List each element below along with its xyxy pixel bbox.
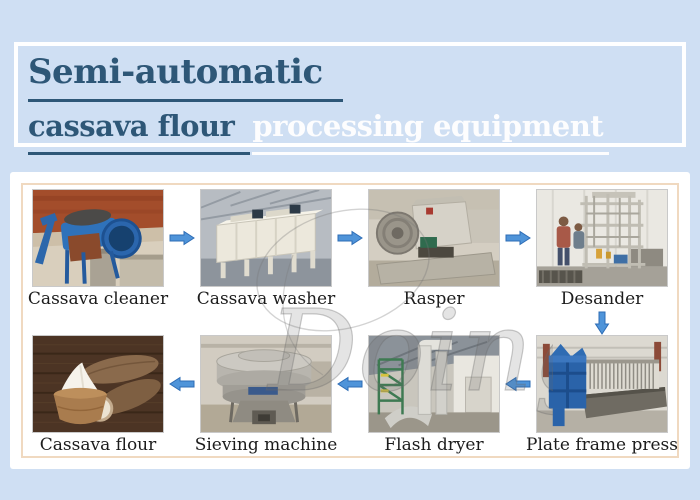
- arrow-left-icon: [169, 335, 195, 433]
- rasper-photo: [368, 189, 500, 287]
- arrow-left-icon: [337, 335, 363, 433]
- cassava-flour-photo: [32, 335, 164, 433]
- arrow-left-icon: [505, 335, 531, 433]
- desander-photo: [536, 189, 668, 287]
- flow-bottom-row: Cassava flour: [32, 335, 678, 456]
- step-desander: Desander: [536, 189, 668, 310]
- arrow-right-icon: [337, 189, 363, 287]
- step-label: Desander: [560, 289, 644, 309]
- arrow-right-icon: [169, 189, 195, 287]
- page-title-line1: Semi-automatic: [28, 48, 343, 102]
- panel-inner-border: Cassava cleaner: [21, 183, 679, 458]
- step-rasper: Rasper: [368, 189, 500, 310]
- flash-dryer-photo: [368, 335, 500, 433]
- step-label: Rasper: [403, 289, 465, 309]
- plate-frame-press-photo: [536, 335, 668, 433]
- step-cassava-washer: Cassava washer: [196, 189, 336, 310]
- flow-top-row: Cassava cleaner: [28, 189, 668, 310]
- cassava-cleaner-photo: [32, 189, 164, 287]
- step-label: Cassava flour: [39, 435, 157, 455]
- step-label: Flash dryer: [384, 435, 484, 455]
- sieving-machine-photo: [200, 335, 332, 433]
- arrow-right-icon: [505, 189, 531, 287]
- arrow-down-icon: [536, 311, 668, 335]
- process-flow-panel: Cassava cleaner: [10, 172, 690, 469]
- step-plate-frame-press: Plate frame press: [526, 335, 678, 456]
- flow-connector-row: [32, 310, 668, 335]
- step-cassava-cleaner: Cassava cleaner: [28, 189, 168, 310]
- step-flash-dryer: Flash dryer: [368, 335, 500, 456]
- page-title-processing-equipment: processing equipment: [252, 103, 610, 155]
- step-label: Plate frame press: [526, 435, 678, 455]
- cassava-washer-photo: [200, 189, 332, 287]
- step-label: Cassava washer: [196, 289, 336, 309]
- page-title-cassava-flour: cassava flour: [28, 103, 251, 155]
- step-cassava-flour: Cassava flour: [32, 335, 164, 456]
- step-label: Sieving machine: [194, 435, 338, 455]
- step-label: Cassava cleaner: [27, 289, 169, 309]
- step-sieving-machine: Sieving machine: [195, 335, 337, 456]
